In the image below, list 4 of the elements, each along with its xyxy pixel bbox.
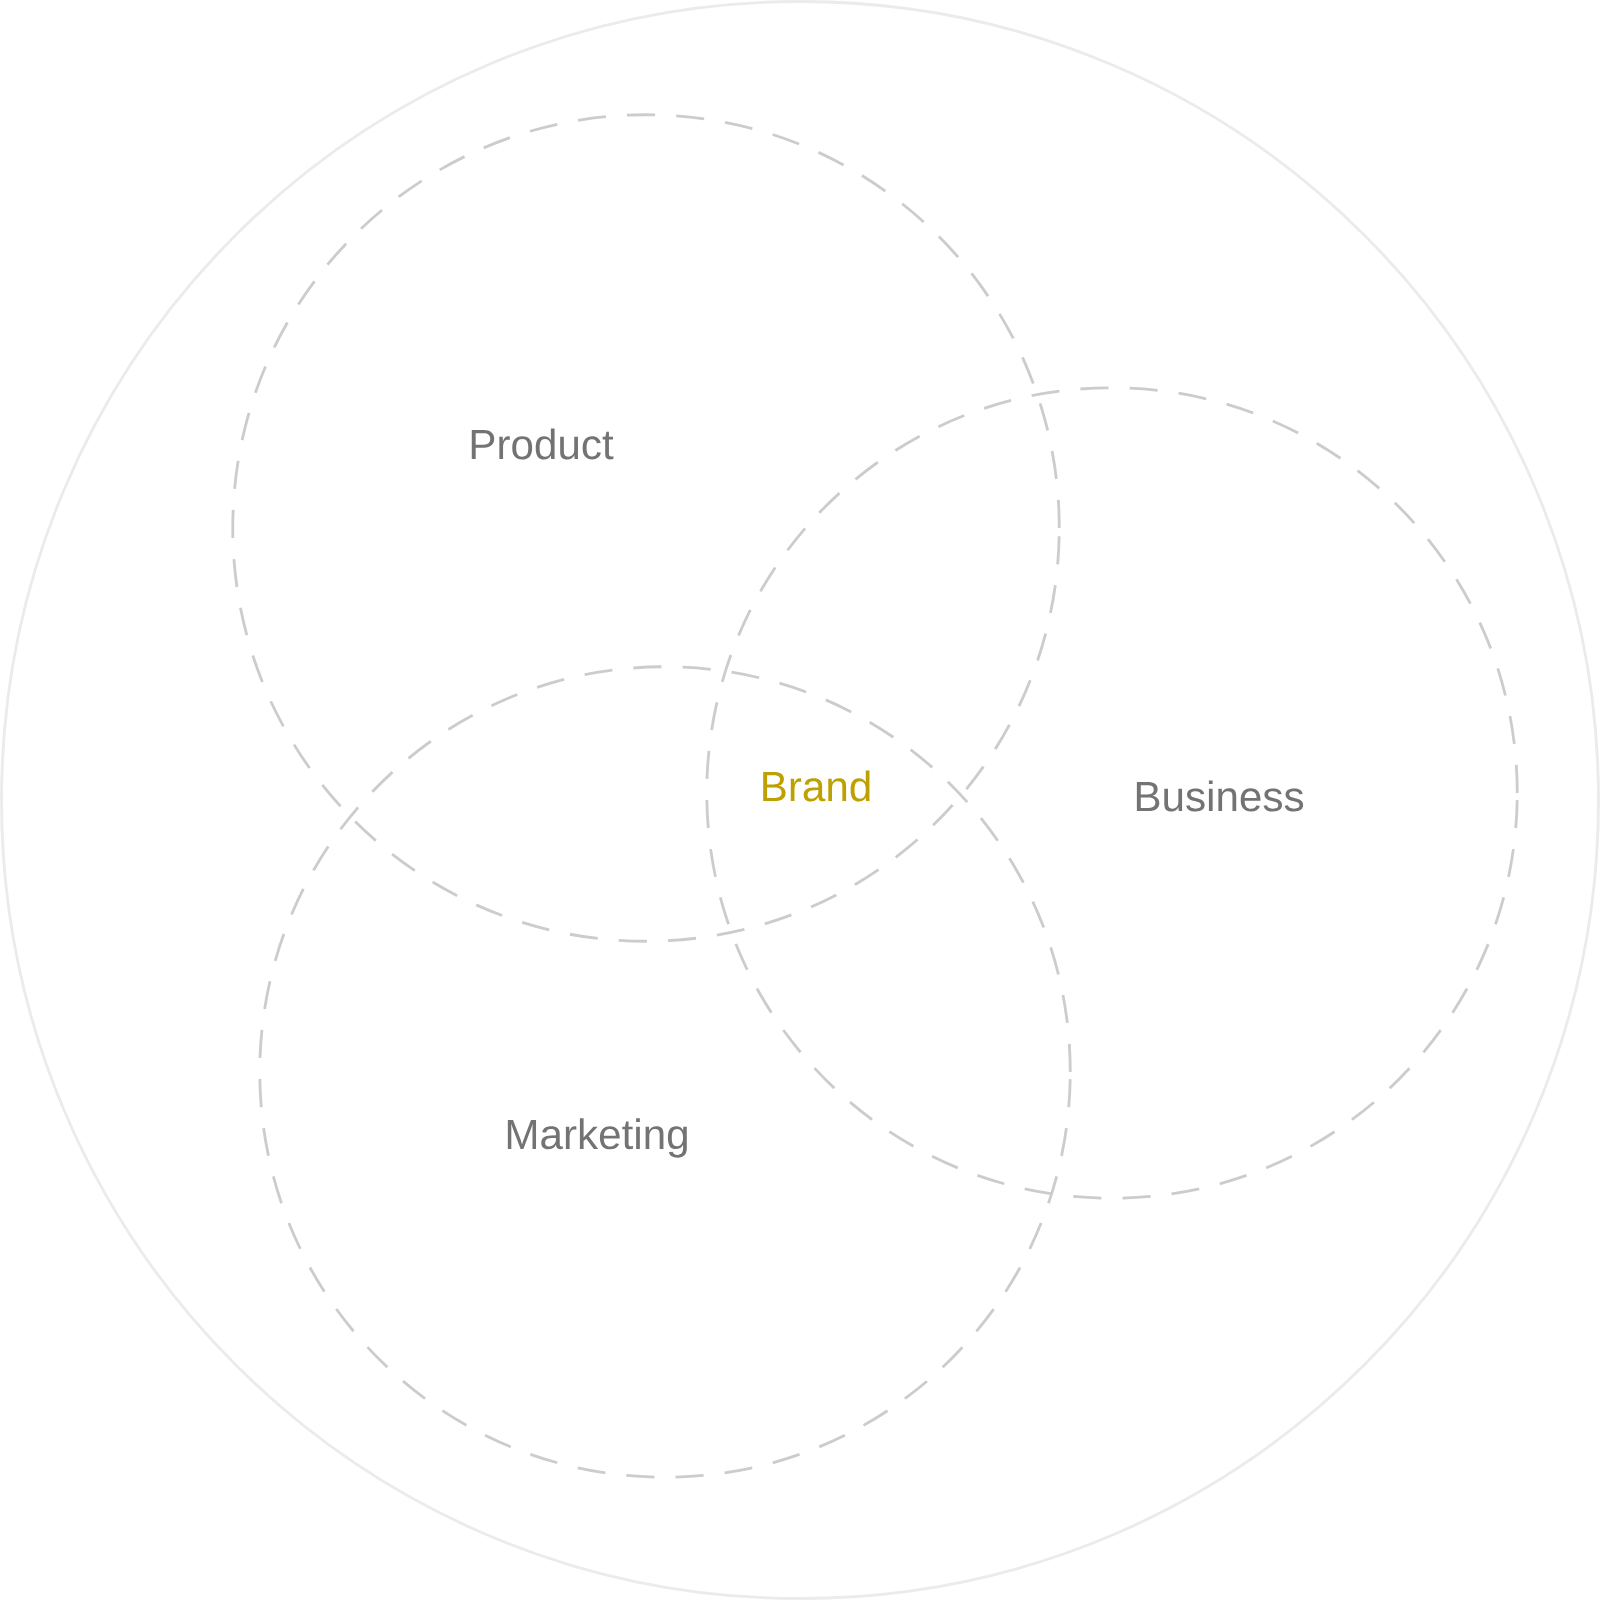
circle-label: Product <box>471 428 614 460</box>
circle-label: Business <box>1136 780 1304 812</box>
center-label: Brand <box>763 770 870 802</box>
circle-label: Marketing <box>507 1118 687 1158</box>
